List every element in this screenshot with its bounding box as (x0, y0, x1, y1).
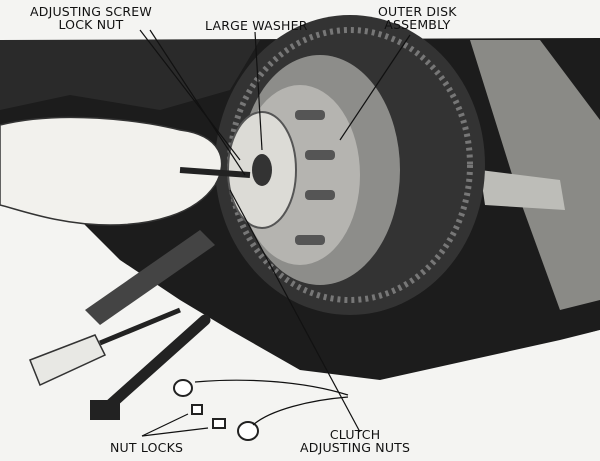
label-clutch-adjusting-nuts: CLUTCH ADJUSTING NUTS (300, 428, 410, 454)
label-line: ASSEMBLY (384, 17, 451, 32)
leader-lines (139, 29, 411, 437)
open-end-wrench (104, 314, 211, 411)
label-large-washer: LARGE WASHER (205, 18, 308, 33)
washer-hole (252, 154, 272, 186)
label-line: OUTER DISK (378, 4, 457, 19)
hand (0, 116, 223, 226)
nut-lock (191, 404, 203, 415)
adjusting-nut (237, 421, 259, 441)
springs (295, 110, 335, 245)
screwdriver-handle (29, 334, 107, 387)
label-line: LOCK NUT (58, 17, 124, 32)
adjusting-nut (173, 379, 193, 397)
frame-bracket (480, 170, 565, 210)
label-outer-disk-assembly: OUTER DISK ASSEMBLY (378, 5, 457, 31)
label-nut-locks: NUT LOCKS (110, 440, 184, 455)
wrench-jaw (90, 400, 120, 420)
label-adjusting-screw-lock-nut: ADJUSTING SCREW LOCK NUT (30, 5, 152, 31)
bar-tool (85, 230, 215, 325)
label-line: CLUTCH (329, 427, 381, 442)
label-line: ADJUSTING SCREW (30, 4, 152, 19)
label-line: ADJUSTING NUTS (300, 440, 411, 455)
frame-member (470, 40, 600, 310)
bench-surface (0, 300, 600, 461)
upper-shadow (0, 40, 260, 110)
nut-lock (212, 418, 226, 429)
tool-in-hand (179, 167, 251, 178)
screwdriver-shaft (99, 307, 181, 346)
